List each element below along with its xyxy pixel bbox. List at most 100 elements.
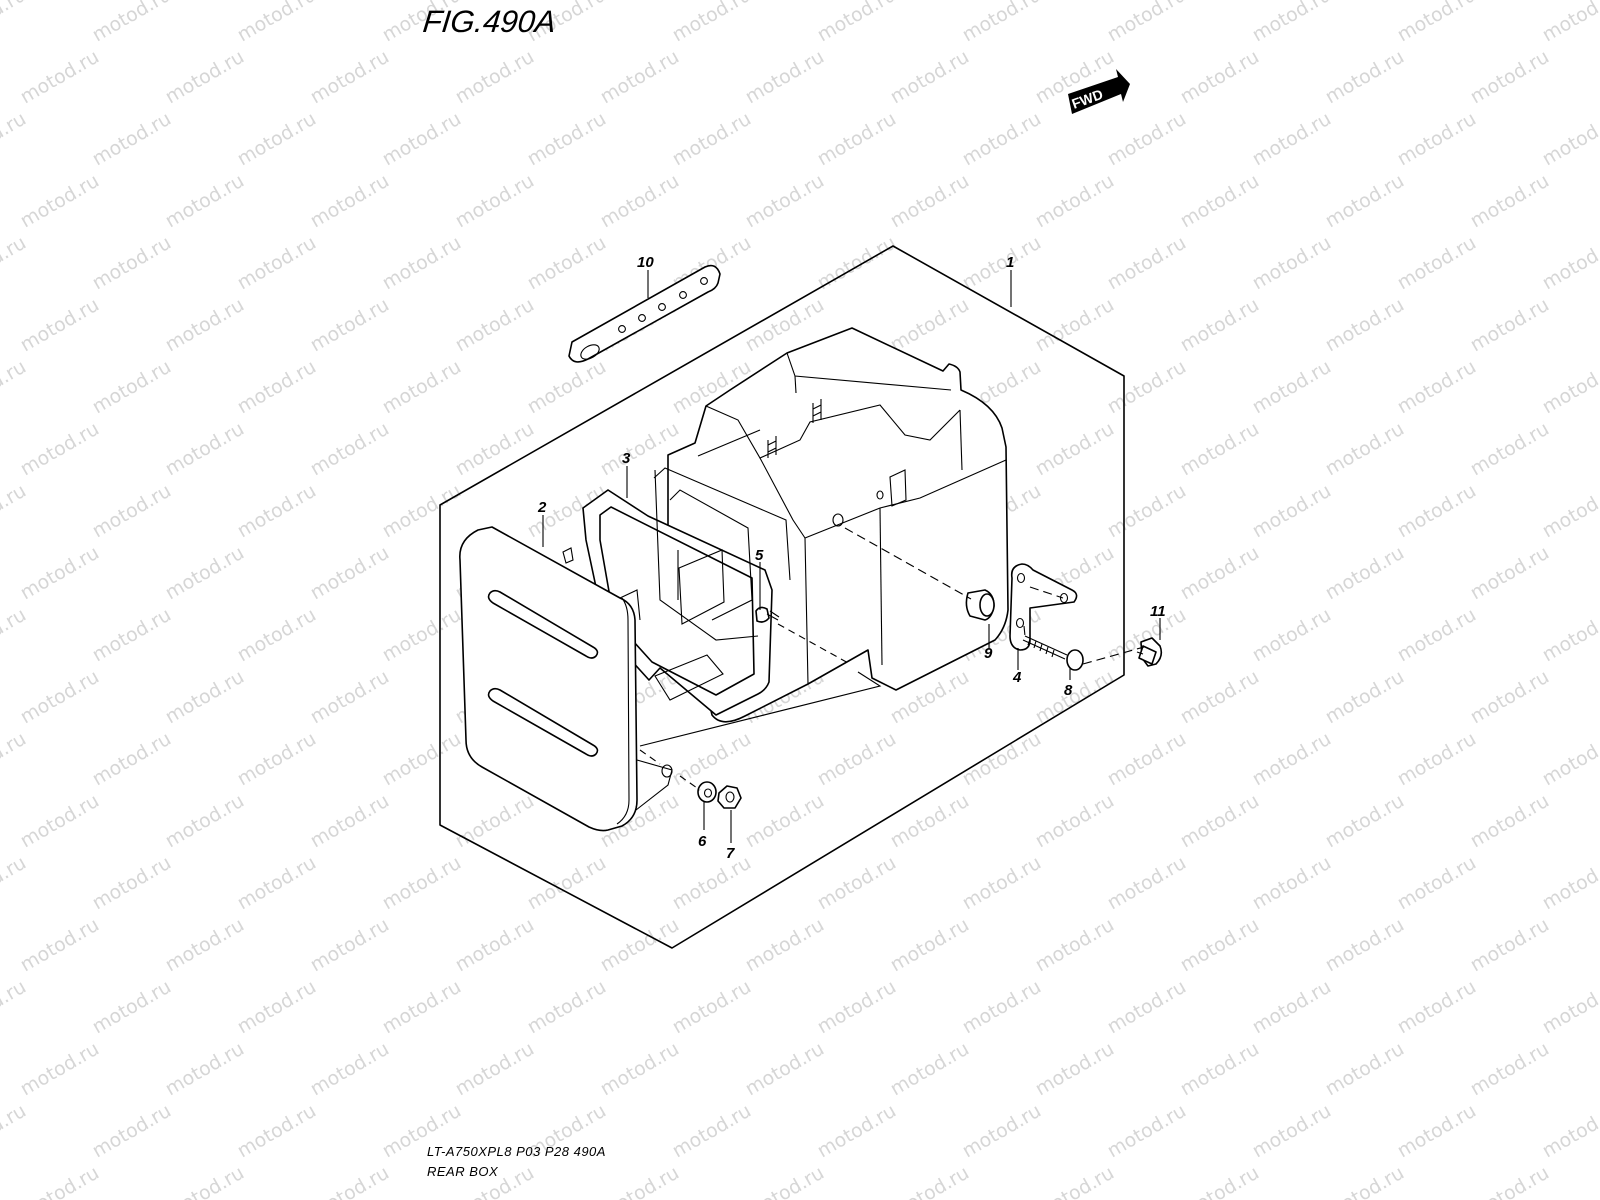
callout-10: 10 bbox=[637, 254, 654, 271]
watermark-text: motod.ru bbox=[0, 852, 30, 915]
watermark-text: motod.ru bbox=[17, 294, 103, 357]
watermark-text: motod.ru bbox=[1467, 542, 1553, 605]
watermark-text: motod.ru bbox=[89, 976, 175, 1039]
watermark-text: motod.ru bbox=[17, 914, 103, 977]
watermark-text: motod.ru bbox=[742, 914, 828, 977]
watermark-text: motod.ru bbox=[1394, 0, 1480, 46]
watermark-text: motod.ru bbox=[162, 1038, 248, 1101]
callout-9: 9 bbox=[984, 645, 993, 662]
watermark-text: motod.ru bbox=[814, 976, 900, 1039]
watermark-text: motod.ru bbox=[1249, 1100, 1335, 1163]
watermark-text: motod.ru bbox=[89, 852, 175, 915]
callout-7: 7 bbox=[726, 845, 735, 862]
watermark-text: motod.ru bbox=[17, 418, 103, 481]
watermark-text: motod.ru bbox=[887, 294, 973, 357]
watermark-text: motod.ru bbox=[814, 852, 900, 915]
leader-lines bbox=[542, 270, 1161, 843]
watermark-text: motod.ru bbox=[89, 108, 175, 171]
part-2-lid bbox=[459, 526, 673, 832]
watermark-text: motod.ru bbox=[452, 1038, 538, 1101]
watermark-text: motod.ru bbox=[959, 0, 1045, 46]
watermark-text: motod.ru bbox=[1467, 418, 1553, 481]
watermark-text: motod.ru bbox=[1322, 666, 1408, 729]
watermark-text: motod.ru bbox=[379, 480, 465, 543]
watermark-text: motod.ru bbox=[1032, 914, 1118, 977]
watermark-text: motod.ru bbox=[379, 976, 465, 1039]
watermark-text: motod.ru bbox=[1322, 294, 1408, 357]
watermark-text: motod.ru bbox=[452, 418, 538, 481]
watermark-text: motod.ru bbox=[1394, 1100, 1480, 1163]
watermark-text: motod.ru bbox=[452, 170, 538, 233]
watermark-text: motod.ru bbox=[1467, 1038, 1553, 1101]
watermark-text: motod.ru bbox=[162, 1162, 248, 1200]
watermark-text: motod.ru bbox=[669, 0, 755, 46]
part-5-screw bbox=[755, 606, 780, 623]
watermark-text: motod.ru bbox=[17, 666, 103, 729]
watermark-text: motod.ru bbox=[1322, 914, 1408, 977]
watermark-text: motod.ru bbox=[17, 542, 103, 605]
part-9-grommet bbox=[965, 589, 995, 621]
callout-4: 4 bbox=[1012, 669, 1022, 686]
watermark-text: motod.ru bbox=[1104, 1100, 1190, 1163]
watermark-text: motod.ru bbox=[234, 852, 320, 915]
watermark-text: motod.ru bbox=[1177, 294, 1263, 357]
watermark-text: motod.ru bbox=[379, 852, 465, 915]
figure-title: FIG.490A bbox=[421, 4, 558, 39]
watermark-text: motod.ru bbox=[742, 1038, 828, 1101]
watermark-text: motod.ru bbox=[1249, 480, 1335, 543]
watermark-text: motod.ru bbox=[814, 0, 900, 46]
callout-8: 8 bbox=[1064, 682, 1073, 699]
watermark-text: motod.ru bbox=[17, 46, 103, 109]
watermark-text: motod.ru bbox=[1249, 356, 1335, 419]
watermark-text: motod.ru bbox=[1467, 1162, 1553, 1200]
watermark-text: motod.ru bbox=[1032, 294, 1118, 357]
watermark-text: motod.ru bbox=[669, 976, 755, 1039]
watermark-text: motod.ru bbox=[89, 232, 175, 295]
watermark-text: motod.ru bbox=[1104, 108, 1190, 171]
watermark-text: motod.ru bbox=[1249, 852, 1335, 915]
watermark-text: motod.ru bbox=[524, 976, 610, 1039]
watermark-text: motod.ru bbox=[1249, 728, 1335, 791]
watermark-text: motod.ru bbox=[1177, 170, 1263, 233]
part-6-washer bbox=[697, 781, 717, 803]
watermark-text: motod.ru bbox=[234, 728, 320, 791]
watermark-text: motod.ru bbox=[597, 914, 683, 977]
callout-6: 6 bbox=[698, 833, 707, 850]
watermark-text: motod.ru bbox=[1032, 666, 1118, 729]
watermark-text: motod.ru bbox=[0, 0, 30, 46]
watermark-text: motod.ru bbox=[234, 232, 320, 295]
watermark-text: motod.ru bbox=[1249, 604, 1335, 667]
watermark-text: motod.ru bbox=[742, 170, 828, 233]
watermark-text: motod.ru bbox=[452, 790, 538, 853]
watermark-text: motod.ru bbox=[234, 108, 320, 171]
watermark-text: motod.ru bbox=[1322, 1162, 1408, 1200]
callout-1: 1 bbox=[1006, 254, 1014, 271]
watermark-text: motod.ru bbox=[1104, 480, 1190, 543]
watermark-text: motod.ru bbox=[887, 914, 973, 977]
watermark-text: motod.ru bbox=[162, 170, 248, 233]
watermark-text: motod.ru bbox=[0, 728, 30, 791]
watermark-text: motod.ru bbox=[1394, 976, 1480, 1039]
watermark-text: motod.ru bbox=[1467, 666, 1553, 729]
watermark-text: motod.ru bbox=[1467, 914, 1553, 977]
watermark-text: motod.ru bbox=[1467, 46, 1553, 109]
watermark-text: motod.ru bbox=[1104, 356, 1190, 419]
watermark-text: motod.ru bbox=[814, 108, 900, 171]
watermark-text: motod.ru bbox=[1104, 976, 1190, 1039]
watermark-text: motod.ru bbox=[959, 728, 1045, 791]
watermark-text: motod.ru bbox=[162, 914, 248, 977]
watermark-text: motod.ru bbox=[452, 914, 538, 977]
watermark-text: motod.ru bbox=[1539, 0, 1600, 46]
watermark-text: motod.ru bbox=[597, 1038, 683, 1101]
fwd-label: FWD bbox=[1070, 86, 1105, 112]
watermark-text: motod.ru bbox=[887, 1162, 973, 1200]
watermark-text: motod.ru bbox=[597, 1162, 683, 1200]
watermark-text: motod.ru bbox=[379, 604, 465, 667]
assembly-frame bbox=[439, 245, 1125, 949]
watermark-text: motod.ru bbox=[1177, 46, 1263, 109]
watermark-text: motod.ru bbox=[452, 46, 538, 109]
watermark-text: motod.ru bbox=[307, 790, 393, 853]
section-name: REAR BOX bbox=[427, 1164, 499, 1179]
watermark-text: motod.ru bbox=[0, 1100, 30, 1163]
